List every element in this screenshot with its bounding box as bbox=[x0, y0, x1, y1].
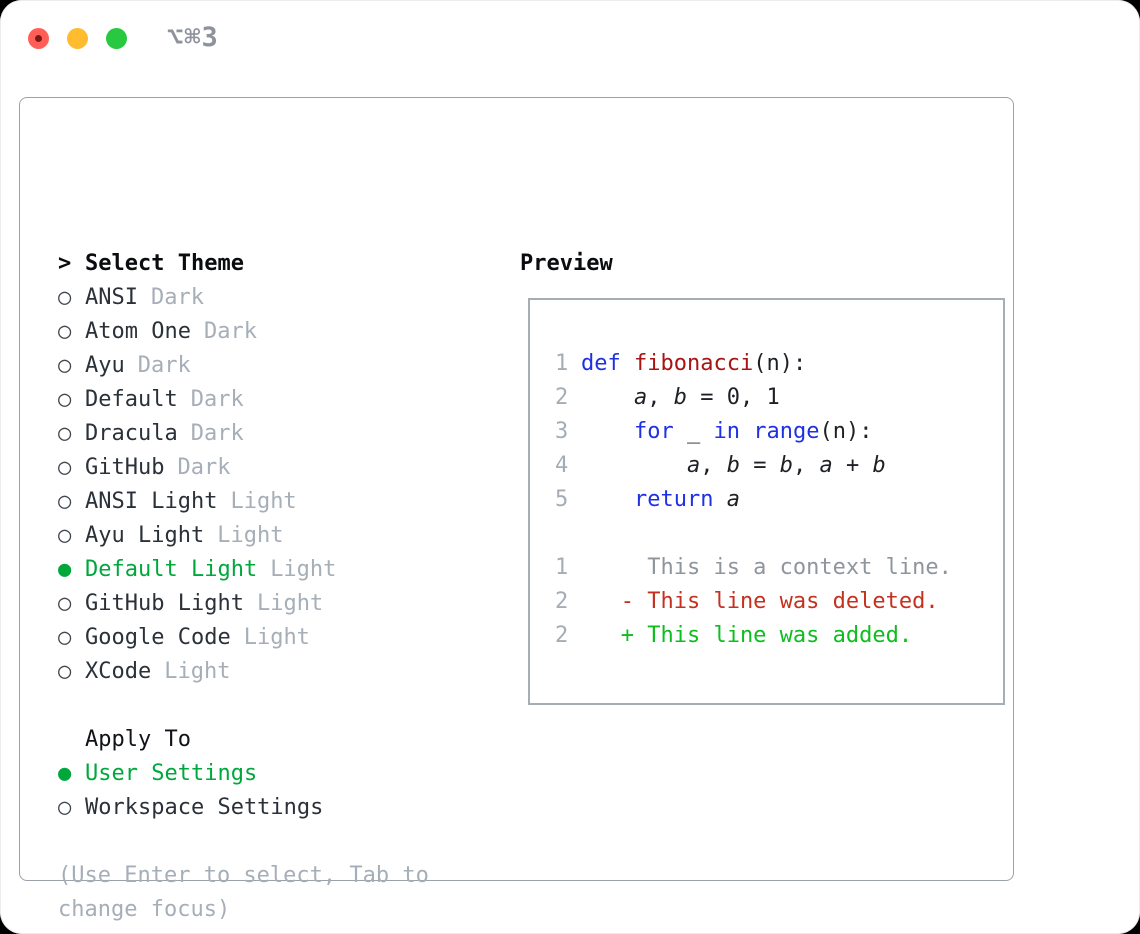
line-number: 4 bbox=[555, 453, 569, 478]
spacer-row bbox=[58, 689, 429, 723]
help-text-line2: change focus) bbox=[58, 897, 231, 922]
code-line-3: 3 for _ in range(n): bbox=[555, 415, 1003, 449]
theme-tag: Light bbox=[164, 659, 231, 684]
radio-icon: ○ bbox=[58, 489, 72, 514]
diff-deleted-line: 2 - This line was deleted. bbox=[555, 585, 1003, 619]
theme-tag: Light bbox=[230, 489, 297, 514]
preview-title: Preview bbox=[520, 251, 613, 276]
radio-selected-icon: ● bbox=[58, 557, 72, 582]
radio-icon: ○ bbox=[58, 319, 72, 344]
line-number: 1 bbox=[555, 351, 569, 376]
apply-to-title: Apply To bbox=[85, 727, 191, 752]
diff-added-line: 2 + This line was added. bbox=[555, 619, 1003, 653]
code-line-2: 2 a, b = 0, 1 bbox=[555, 381, 1003, 415]
radio-icon: ○ bbox=[58, 523, 72, 548]
line-number: 2 bbox=[555, 385, 569, 410]
radio-icon: ○ bbox=[58, 625, 72, 650]
radio-icon: ○ bbox=[58, 421, 72, 446]
selection-cursor-icon: > bbox=[58, 251, 72, 276]
spacer-row bbox=[555, 517, 1003, 551]
window-title: ⌥⌘3 bbox=[167, 22, 219, 53]
help-text-line1: (Use Enter to select, Tab to bbox=[58, 863, 429, 888]
radio-icon: ○ bbox=[58, 455, 72, 480]
minimize-button[interactable] bbox=[67, 28, 88, 49]
apply-option-workspace-settings[interactable]: ○Workspace Settings bbox=[58, 791, 429, 825]
code-line-4: 4 a, b = b, a + b bbox=[555, 449, 1003, 483]
line-number: 3 bbox=[555, 419, 569, 444]
radio-selected-icon: ● bbox=[58, 761, 72, 786]
theme-tag: Light bbox=[217, 523, 284, 548]
theme-tag: Dark bbox=[190, 421, 244, 446]
spacer-row bbox=[58, 825, 429, 859]
close-button[interactable] bbox=[28, 28, 49, 49]
theme-list-title: > Select Theme bbox=[58, 247, 429, 281]
radio-icon: ○ bbox=[58, 285, 72, 310]
line-number: 1 bbox=[555, 555, 569, 580]
theme-list-title-label: Select Theme bbox=[85, 251, 244, 276]
line-number: 2 bbox=[555, 623, 569, 648]
theme-tag: Dark bbox=[203, 319, 257, 344]
theme-tag: Dark bbox=[150, 285, 204, 310]
line-number: 5 bbox=[555, 487, 569, 512]
apply-option-user-settings[interactable]: ●User Settings bbox=[58, 757, 429, 791]
radio-icon: ○ bbox=[58, 591, 72, 616]
theme-tag: Dark bbox=[190, 387, 244, 412]
radio-icon: ○ bbox=[58, 387, 72, 412]
zoom-button[interactable] bbox=[106, 28, 127, 49]
radio-icon: ○ bbox=[58, 795, 72, 820]
theme-tag: Light bbox=[270, 557, 337, 582]
code-line-5: 5 return a bbox=[555, 483, 1003, 517]
radio-icon: ○ bbox=[58, 353, 72, 378]
theme-tag: Light bbox=[256, 591, 324, 616]
theme-tag: Dark bbox=[137, 353, 191, 378]
line-number: 2 bbox=[555, 589, 569, 614]
diff-context-line: 1 This is a context line. bbox=[555, 551, 1003, 585]
theme-tag: Light bbox=[243, 625, 310, 650]
radio-icon: ○ bbox=[58, 659, 72, 684]
theme-tag: Dark bbox=[177, 455, 231, 480]
